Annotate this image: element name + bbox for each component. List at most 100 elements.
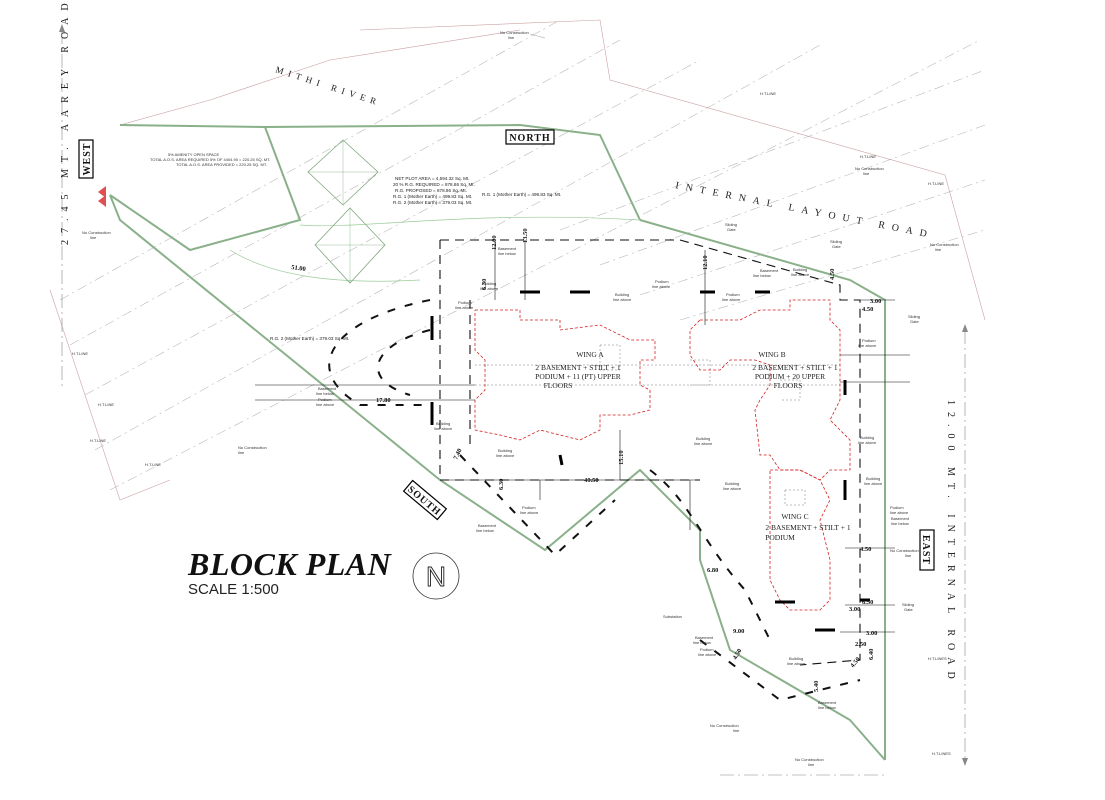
building-line-callout: Building line above	[613, 292, 632, 302]
dimension-label: 9.00	[733, 628, 744, 635]
svg-text:line above: line above	[520, 510, 539, 515]
rg1-note: R.G. 1 (Mother Earth) = 499.83 Sq. Mt.	[482, 192, 561, 197]
svg-text:Gate: Gate	[910, 319, 919, 324]
svg-text:Building: Building	[482, 281, 496, 286]
podium-line-callout: Podium line above	[455, 300, 474, 310]
road-edges	[61, 30, 966, 776]
svg-text:line above: line above	[858, 343, 877, 348]
dimension-label: 17.80	[376, 397, 391, 404]
ht-line-label: H.T.LINE	[928, 181, 944, 186]
svg-text:No Construction: No Construction	[82, 230, 111, 235]
svg-text:Basement: Basement	[695, 635, 714, 640]
dimension-label: 51.00	[291, 264, 306, 273]
wing-b-line-2: PODIUM + 20 UPPER	[755, 372, 825, 381]
no-construction-callout: No Construction line	[930, 242, 959, 252]
svg-text:Building: Building	[793, 267, 807, 272]
dimension-label: 15.10	[618, 450, 625, 465]
svg-text:Podium: Podium	[726, 292, 740, 297]
svg-text:Podium: Podium	[318, 397, 332, 402]
plot-note-3: R.G. PROPOSED = 878.86 Sq. Mt.	[395, 188, 467, 193]
plot-note-1: NET PLOT AREA = 4,594.32 Sq. Mt.	[395, 176, 470, 181]
building-line-callout: Building line above	[480, 281, 499, 291]
dimension-label: 2.50	[855, 641, 866, 648]
svg-text:Podium: Podium	[655, 279, 669, 284]
sliding-gate-callout: Sliding Gate	[908, 314, 920, 324]
no-construction-callout: No Construction line	[500, 30, 546, 40]
dimension-label: 4.50	[860, 546, 871, 553]
svg-text:Building: Building	[436, 421, 450, 426]
ht-line-label: H.T.LINE	[760, 91, 776, 96]
podium-line-callout: Podium line above	[698, 647, 717, 657]
building-line-callout: Building line above	[791, 267, 810, 277]
dimension-labels: 12.00 13.50 6.30 51.00 17.80 7.40 40.50 …	[291, 228, 882, 692]
north-label: NORTH	[509, 133, 550, 144]
svg-text:line below: line below	[891, 521, 909, 526]
svg-text:Sliding: Sliding	[725, 222, 737, 227]
svg-text:Building: Building	[615, 292, 629, 297]
building-line-callout: Building line above	[496, 448, 515, 458]
ht-lines-background	[59, 19, 986, 491]
wing-a-line-3: FLOORS	[544, 381, 573, 390]
podium-line-callout: Podium line above	[520, 505, 539, 515]
ht-lines-label: H.T.LINES	[932, 751, 951, 756]
no-construction-callout: No Construction line	[710, 723, 740, 733]
dimension-label: 40.50	[584, 477, 599, 484]
svg-text:line above: line above	[787, 661, 806, 666]
amenity-note-1: 5% AMENITY OPEN SPACE	[168, 152, 220, 157]
svg-text:Basement: Basement	[760, 268, 779, 273]
svg-text:line: line	[508, 35, 515, 40]
svg-text:line below: line below	[818, 705, 836, 710]
callouts: No Construction line No Construction lin…	[72, 30, 959, 767]
plot-boundary	[109, 123, 886, 761]
entry-arrow-icon	[98, 186, 106, 207]
landscape-diamonds	[307, 139, 386, 284]
amenity-note-2: TOTAL A.O.S. AREA REQUIRED 5% OF 4404.90…	[150, 157, 270, 162]
svg-text:Basement: Basement	[818, 700, 837, 705]
dimension-label: 13.50	[522, 228, 529, 243]
ht-line-label: H.T.LINE	[90, 438, 106, 443]
plot-area-notes: NET PLOT AREA = 4,594.32 Sq. Mt. 20 % R.…	[393, 176, 475, 205]
plot-note-2: 20 % R.G. REQUIRED = 878.86 Sq. Mt.	[393, 182, 475, 187]
svg-text:Sliding: Sliding	[830, 239, 842, 244]
east-label-box: EAST	[919, 529, 935, 571]
dimension-label: 6.80	[707, 567, 718, 574]
svg-text:line above: line above	[316, 402, 335, 407]
svg-text:Podium: Podium	[522, 505, 536, 510]
title-block: BLOCK PLAN SCALE 1:500	[188, 547, 391, 598]
rg-boundary	[229, 216, 641, 282]
svg-text:Podium: Podium	[862, 338, 876, 343]
svg-text:Gate: Gate	[832, 244, 841, 249]
svg-text:line below: line below	[693, 640, 711, 645]
wing-a-label: WING A 2 BASEMENT + STILT + 1 PODIUM + 1…	[535, 350, 621, 390]
amenity-notes: 5% AMENITY OPEN SPACE TOTAL A.O.S. AREA …	[150, 152, 270, 167]
dimension-label: 4.50	[732, 648, 744, 661]
substation-label: Substation	[663, 614, 682, 619]
svg-text:No Construction: No Construction	[890, 548, 919, 553]
basement-line-callout: Basement line below	[891, 516, 910, 526]
wing-b-label: WING B 2 BASEMENT + STILT + 1 PODIUM + 2…	[752, 350, 837, 390]
scale-label: SCALE 1:500	[188, 581, 279, 598]
wing-b-line-3: FLOORS	[774, 381, 803, 390]
building-line-callout: Building line above	[434, 421, 453, 431]
svg-text:line: line	[905, 553, 912, 558]
dimension-label: 3.00	[866, 630, 877, 637]
svg-text:Podium: Podium	[890, 505, 904, 510]
basement-line-callout: Basement line below	[498, 246, 517, 256]
wing-c-name: WING C	[781, 512, 808, 521]
svg-text:Building: Building	[725, 481, 739, 486]
wing-a-line-1: 2 BASEMENT + STILT + 1	[535, 363, 620, 372]
building-outlines	[474, 299, 851, 611]
no-construction-callout: No Construction line	[82, 230, 111, 240]
page-title: BLOCK PLAN	[188, 546, 392, 582]
svg-text:line: line	[733, 728, 740, 733]
svg-text:Building: Building	[789, 656, 803, 661]
dimension-label: 4.50	[829, 269, 836, 280]
dimension-label: 6.40	[868, 649, 875, 660]
building-line-callout: Building line above	[864, 476, 883, 486]
svg-text:line above: line above	[722, 297, 741, 302]
wing-b-line-1: 2 BASEMENT + STILT + 1	[752, 363, 837, 372]
ht-line-label: H.T.LINE	[98, 402, 114, 407]
svg-text:line above: line above	[480, 286, 499, 291]
dimension-label: 12.10	[702, 255, 709, 270]
wing-c-label: WING C 2 BASEMENT + STILT + 1 PODIUM	[765, 512, 851, 542]
